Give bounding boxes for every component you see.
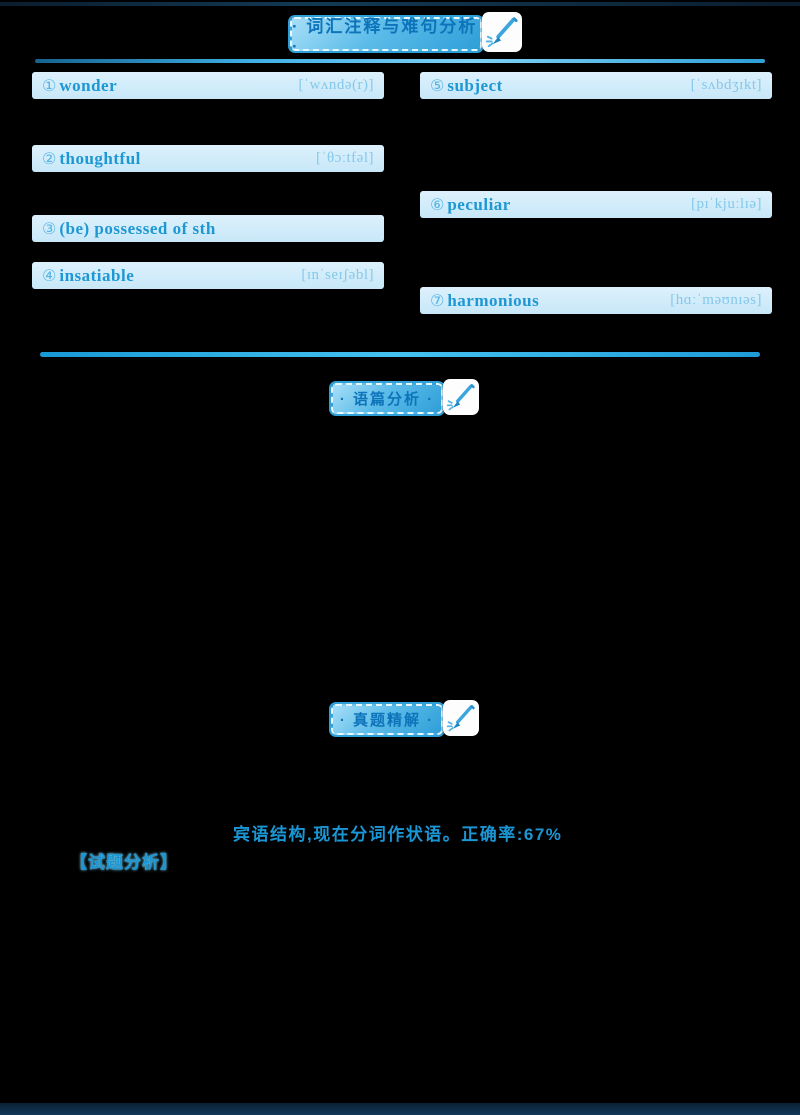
pen-icon-glyph [446, 705, 475, 732]
vocab-entry-wonder: ① wonder [ˈwʌndə(r)] [32, 72, 384, 99]
vocab-word: thoughtful [59, 148, 141, 168]
page-top-strip [0, 2, 800, 6]
vocab-word: (be) possessed of sth [59, 218, 216, 238]
vocab-phonetic: [ˈwʌndə(r)] [298, 77, 374, 93]
vocab-word: wonder [59, 75, 118, 95]
vocab-entry-insatiable: ④ insatiable [ɪnˈseɪʃəbl] [32, 262, 384, 289]
vocab-section-badge: · 词汇注释与难句分析 · [290, 17, 482, 56]
exam-section-badge: · 真题精解 · [331, 704, 443, 735]
vocab-phonetic: [pɪˈkjuːlɪə] [691, 196, 762, 212]
pen-icon [443, 700, 479, 736]
exam-analysis-label: 【试题分析】 [70, 853, 178, 872]
vocab-entry-thoughtful: ② thoughtful [ˈθɔːtfəl] [32, 145, 384, 172]
page-bottom-strip [0, 1103, 800, 1115]
section-divider [40, 352, 760, 357]
vocab-entry-subject: ⑤ subject [ˈsʌbdʒɪkt] [420, 72, 772, 99]
exam-accuracy-note: 宾语结构,现在分词作状语。正确率:67% [233, 825, 563, 844]
vocab-number: ④ [42, 266, 57, 285]
vocab-number: ⑥ [430, 195, 445, 214]
vocab-number: ② [42, 149, 57, 168]
vocab-section-title: · 词汇注释与难句分析 · [292, 16, 478, 56]
vocab-number: ⑤ [430, 76, 445, 95]
vocab-entry-harmonious: ⑦ harmonious [hɑːˈməʊnɪəs] [420, 287, 772, 314]
vocab-entry-possessed: ③ (be) possessed of sth [32, 215, 384, 242]
pen-icon [482, 12, 522, 52]
vocab-number: ③ [42, 219, 57, 238]
exam-section-title: · 真题精解 · [339, 712, 435, 729]
pen-icon [443, 379, 479, 415]
vocab-word: insatiable [59, 265, 135, 285]
pen-icon-glyph [446, 384, 475, 411]
vocab-word: subject [447, 75, 503, 95]
vocab-entry-peculiar: ⑥ peculiar [pɪˈkjuːlɪə] [420, 191, 772, 218]
discourse-section-badge: · 语篇分析 · [331, 383, 443, 414]
vocab-phonetic: [ˈθɔːtfəl] [316, 150, 374, 166]
vocab-phonetic: [ɪnˈseɪʃəbl] [301, 267, 374, 283]
vocab-phonetic: [hɑːˈməʊnɪəs] [670, 292, 762, 308]
discourse-section-title: · 语篇分析 · [339, 391, 435, 408]
vocab-number: ① [42, 76, 57, 95]
vocab-phonetic: [ˈsʌbdʒɪkt] [690, 77, 762, 93]
vocab-word: peculiar [447, 194, 511, 214]
vocab-number: ⑦ [430, 291, 445, 310]
vocab-word: harmonious [447, 290, 540, 310]
pen-icon-glyph [485, 17, 518, 48]
header-underline [35, 59, 765, 63]
